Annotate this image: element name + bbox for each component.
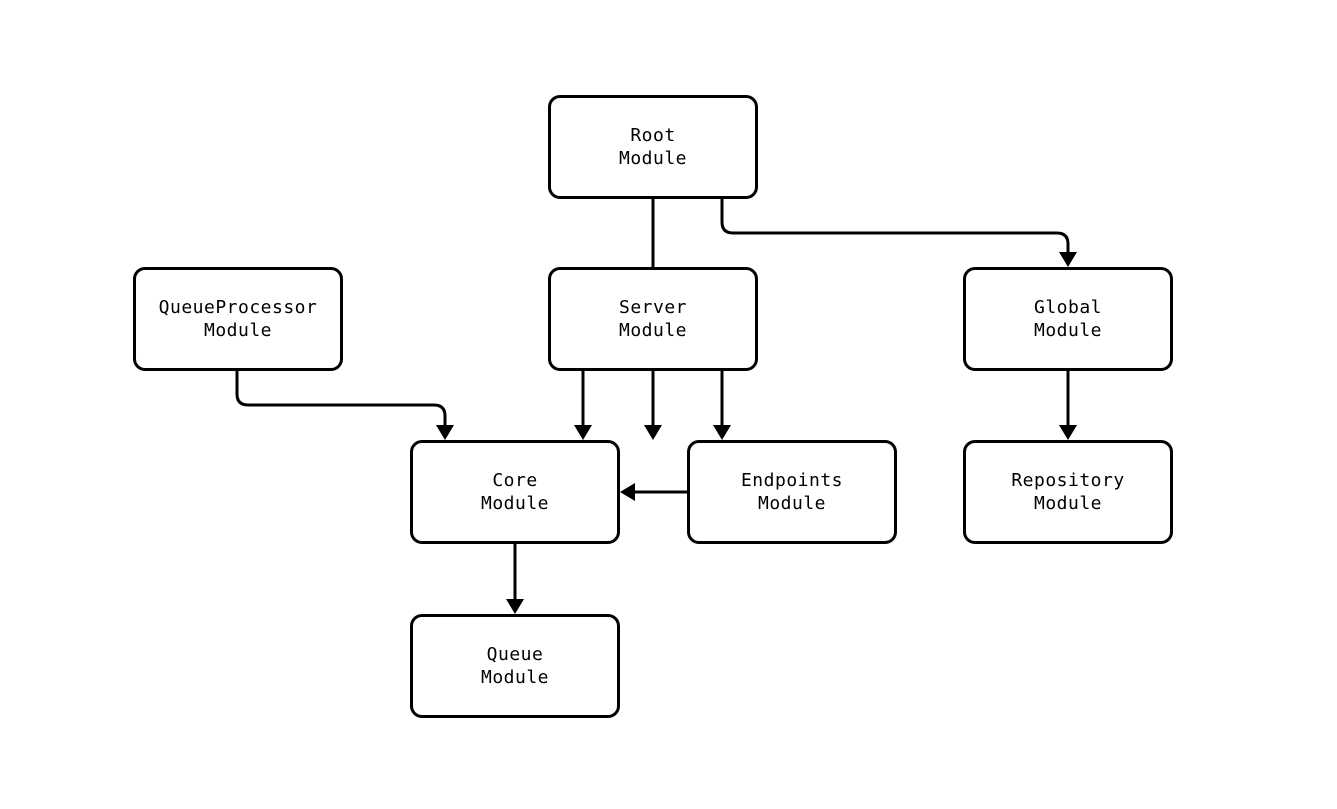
- node-label-suffix: Module: [757, 493, 827, 514]
- node-label-name: QueueProcessor: [158, 297, 318, 318]
- edge-arrowhead: [506, 599, 524, 614]
- edge-arrowhead: [1059, 425, 1077, 440]
- node-label-suffix: Module: [618, 320, 688, 341]
- edge-queueprocessor-to-core: [235, 371, 454, 440]
- node-label-suffix: Module: [1033, 320, 1103, 341]
- node-label-name: Repository: [1011, 470, 1125, 491]
- edge-arrowhead: [620, 483, 635, 501]
- edge-arrowhead: [574, 425, 592, 440]
- edge-arrowhead: [644, 425, 662, 440]
- edge-core-to-queue: [506, 544, 524, 614]
- node-label-name: Core: [492, 470, 538, 491]
- node-label-suffix: Module: [203, 320, 273, 341]
- node-label-suffix: Module: [480, 667, 550, 688]
- node-label-name: Global: [1033, 297, 1103, 318]
- node-label-suffix: Module: [618, 148, 688, 169]
- node-label-suffix: Module: [480, 493, 550, 514]
- node-label-name: Queue: [486, 644, 544, 665]
- edge-root-to-global: [720, 199, 1077, 267]
- edge-endpoints-to-core: [620, 483, 687, 501]
- node-label-name: Root: [630, 125, 676, 146]
- edge-global-to-repository: [1059, 371, 1077, 440]
- node-label-name: Endpoints: [740, 470, 844, 491]
- edge-server-to-core: [574, 371, 592, 440]
- node-label-suffix: Module: [1033, 493, 1103, 514]
- edge-line: [235, 371, 447, 426]
- edge-arrowhead: [436, 425, 454, 440]
- node-label-name: Server: [618, 297, 688, 318]
- edge-arrowhead: [713, 425, 731, 440]
- edge-line: [720, 199, 1070, 253]
- edge-server-to-endpoints: [713, 371, 731, 440]
- edge-arrowhead: [1059, 252, 1077, 267]
